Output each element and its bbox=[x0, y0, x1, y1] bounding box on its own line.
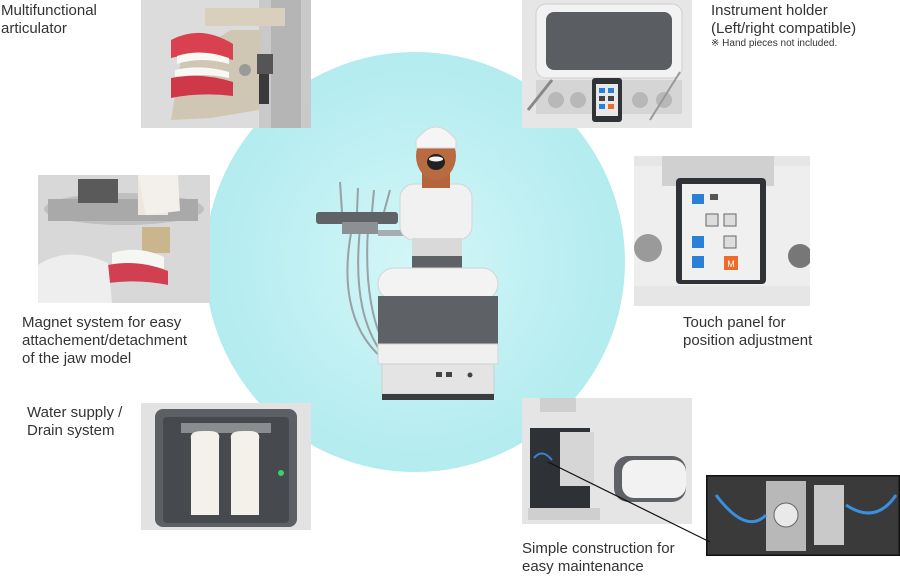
articulator-label: Multifunctional articulator bbox=[1, 2, 97, 38]
water-line-2: Drain system bbox=[27, 422, 115, 439]
magnet-label: Magnet system for easy attachement/detac… bbox=[22, 314, 187, 368]
construction-label: Simple construction for easy maintenance bbox=[522, 540, 675, 576]
magnet-line-2: attachement/detachment bbox=[22, 332, 188, 349]
articulator-line-2: articulator bbox=[1, 20, 67, 37]
touch-panel-photo: M bbox=[634, 156, 810, 306]
water-label: Water supply / Drain system bbox=[27, 404, 122, 440]
instrument-holder-label: Instrument holder (Left/right compatible… bbox=[711, 2, 856, 50]
construction-line-2: easy maintenance bbox=[522, 558, 644, 575]
magnet-system-photo bbox=[38, 175, 210, 303]
instrument-holder-line-2: (Left/right compatible) bbox=[711, 20, 857, 37]
touch-panel-m-button: M bbox=[727, 259, 735, 269]
magnet-line-1: Magnet system for easy bbox=[22, 314, 182, 331]
inset-leader-line bbox=[547, 461, 711, 543]
touch-panel-label: Touch panel for position adjustment bbox=[683, 314, 812, 350]
instrument-holder-line-1: Instrument holder bbox=[711, 2, 828, 19]
water-supply-photo bbox=[141, 403, 311, 530]
construction-photo bbox=[522, 398, 692, 524]
water-line-1: Water supply / bbox=[27, 404, 123, 421]
construction-inset-photo bbox=[706, 475, 900, 556]
magnet-line-3: of the jaw model bbox=[22, 350, 132, 367]
instrument-holder-photo bbox=[522, 0, 692, 128]
touch-panel-line-2: position adjustment bbox=[683, 332, 813, 349]
articulator-photo bbox=[141, 0, 311, 128]
touch-panel-line-1: Touch panel for bbox=[683, 314, 786, 331]
dental-simulator-unit bbox=[312, 118, 502, 403]
articulator-line-1: Multifunctional bbox=[1, 2, 97, 19]
instrument-holder-note: ※ Hand pieces not included. bbox=[711, 38, 838, 49]
construction-line-1: Simple construction for bbox=[522, 540, 675, 557]
